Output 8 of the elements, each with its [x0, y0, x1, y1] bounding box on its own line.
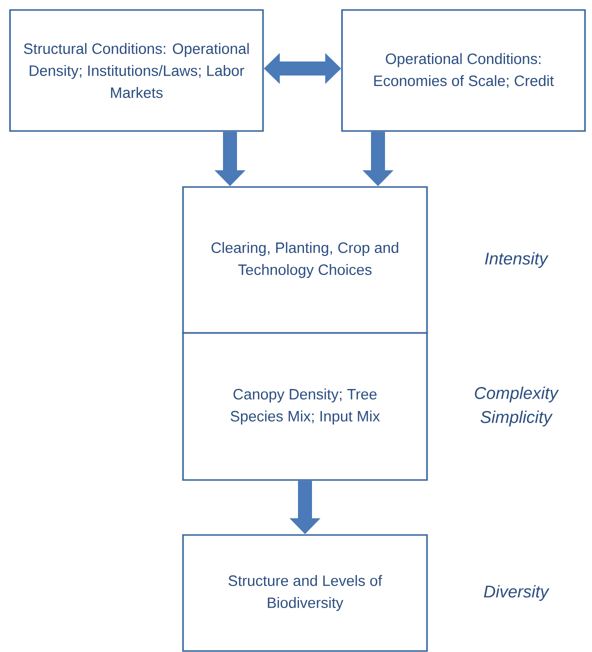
text-box: Operational Conditions: Economies of Scale; Credit [341, 9, 586, 132]
text-box: Canopy Density; Tree Species Mix; Input Mix [182, 332, 428, 481]
side-label: Diversity [484, 585, 550, 601]
text-box: Structure and Levels of Biodiversity [182, 534, 428, 652]
side-label: Complexity Simplicity [474, 386, 559, 426]
side-label: Intensity [485, 252, 549, 268]
text-box: Clearing, Planting, Crop and Technology Choices [182, 186, 428, 334]
text-box: Structural Conditions: Operational Density; Institutions/Laws; Labor Markets [9, 9, 264, 132]
